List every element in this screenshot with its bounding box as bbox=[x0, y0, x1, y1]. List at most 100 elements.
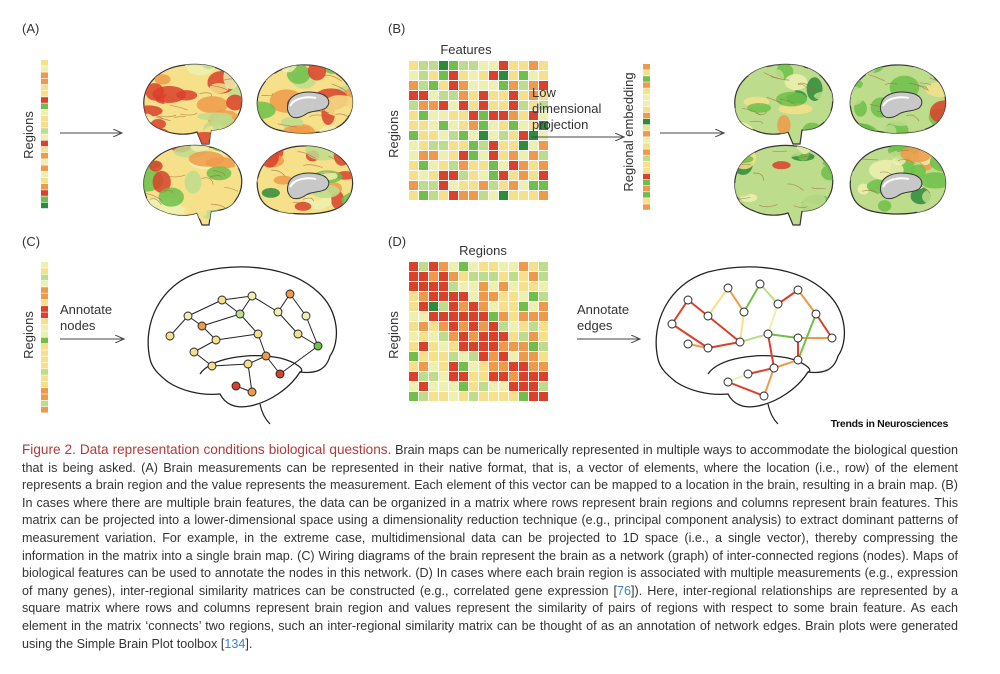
matrix-cell bbox=[509, 282, 518, 291]
matrix-cell bbox=[529, 302, 538, 311]
network-node bbox=[683, 339, 693, 349]
callosum-highlight bbox=[289, 177, 317, 188]
sulcus-line bbox=[207, 84, 228, 91]
matrix-cell bbox=[409, 282, 418, 291]
matrix-cell bbox=[539, 282, 548, 291]
panel-b-features-label: Features bbox=[440, 42, 492, 57]
matrix-cell bbox=[489, 91, 498, 100]
matrix-cell bbox=[529, 91, 538, 100]
network-node bbox=[189, 347, 199, 357]
matrix-cell bbox=[409, 342, 418, 351]
network-edge bbox=[707, 341, 741, 349]
cortex-patch bbox=[183, 205, 207, 220]
matrix-cell bbox=[519, 282, 528, 291]
matrix-cell bbox=[419, 61, 428, 70]
matrix-cell bbox=[479, 71, 488, 80]
cortex-patch bbox=[734, 150, 740, 162]
matrix-cell bbox=[409, 131, 418, 140]
reference-link-76[interactable]: 76 bbox=[617, 583, 632, 598]
caption-text-2: ]). Here, inter-regional relationships a… bbox=[22, 583, 959, 651]
panel-a-regions-label: Regions bbox=[21, 111, 36, 159]
vector-cell bbox=[41, 306, 48, 312]
cortex-patch bbox=[257, 123, 270, 133]
sulcus-line bbox=[897, 159, 916, 164]
network-node bbox=[313, 341, 323, 351]
network-edge bbox=[767, 333, 799, 339]
matrix-cell bbox=[429, 372, 438, 381]
matrix-cell bbox=[409, 332, 418, 341]
matrix-cell bbox=[529, 392, 538, 401]
matrix-cell bbox=[489, 282, 498, 291]
sulcus-line bbox=[165, 174, 186, 178]
matrix-cell bbox=[479, 191, 488, 200]
matrix-cell bbox=[409, 61, 418, 70]
network-edge bbox=[707, 287, 729, 317]
journal-name: Trends in Neurosciences bbox=[830, 418, 949, 430]
matrix-cell bbox=[419, 81, 428, 90]
matrix-cell bbox=[409, 272, 418, 281]
sulcus-line bbox=[180, 112, 198, 116]
matrix-cell bbox=[499, 262, 508, 271]
matrix-cell bbox=[459, 191, 468, 200]
network-node bbox=[183, 311, 193, 321]
matrix-cell bbox=[509, 171, 518, 180]
sulcus-line bbox=[156, 116, 171, 122]
cortex-patch bbox=[305, 145, 341, 161]
matrix-cell bbox=[499, 191, 508, 200]
network-edge bbox=[247, 363, 253, 393]
matrix-cell bbox=[539, 141, 548, 150]
sulcus-line bbox=[146, 193, 163, 201]
matrix-cell bbox=[469, 322, 478, 331]
matrix-cell bbox=[499, 71, 508, 80]
matrix-cell bbox=[519, 292, 528, 301]
matrix-cell bbox=[519, 342, 528, 351]
matrix-cell bbox=[429, 322, 438, 331]
network-node bbox=[667, 319, 677, 329]
matrix-cell bbox=[479, 171, 488, 180]
matrix-cell bbox=[459, 322, 468, 331]
matrix-cell bbox=[499, 322, 508, 331]
sulcus-line bbox=[201, 177, 214, 185]
matrix-cell bbox=[529, 372, 538, 381]
matrix-cell bbox=[489, 372, 498, 381]
matrix-cell bbox=[529, 131, 538, 140]
cortex-patch bbox=[850, 123, 879, 133]
brain-outline bbox=[655, 266, 846, 408]
matrix-cell bbox=[429, 382, 438, 391]
matrix-cell bbox=[439, 161, 448, 170]
matrix-cell bbox=[459, 121, 468, 130]
matrix-cell bbox=[519, 181, 528, 190]
matrix-cell bbox=[449, 121, 458, 130]
network-edge bbox=[739, 311, 745, 343]
network-edge bbox=[169, 315, 189, 337]
sulcus-line bbox=[786, 183, 804, 191]
matrix-cell bbox=[469, 262, 478, 271]
vector-cell bbox=[41, 369, 48, 375]
matrix-cell bbox=[409, 91, 418, 100]
panel-a-region-vector bbox=[41, 60, 48, 209]
matrix-cell bbox=[469, 191, 478, 200]
reference-link-134[interactable]: 134 bbox=[224, 636, 246, 651]
cortex-patch bbox=[877, 200, 892, 212]
sulcus-line bbox=[908, 83, 928, 91]
matrix-cell bbox=[459, 181, 468, 190]
matrix-cell bbox=[429, 81, 438, 90]
matrix-cell bbox=[479, 121, 488, 130]
matrix-cell bbox=[439, 392, 448, 401]
matrix-cell bbox=[489, 262, 498, 271]
sulcus-line bbox=[199, 92, 212, 97]
network-node bbox=[755, 279, 765, 289]
vector-cell bbox=[41, 293, 48, 300]
matrix-cell bbox=[479, 352, 488, 361]
matrix-cell bbox=[439, 131, 448, 140]
matrix-cell bbox=[439, 111, 448, 120]
network-node bbox=[793, 333, 803, 343]
matrix-cell bbox=[489, 181, 498, 190]
matrix-cell bbox=[459, 91, 468, 100]
vector-cell bbox=[41, 394, 48, 400]
cortex-patch bbox=[265, 73, 287, 86]
matrix-cell bbox=[449, 302, 458, 311]
sulcus-line bbox=[309, 114, 329, 118]
matrix-cell bbox=[489, 151, 498, 160]
network-edge bbox=[797, 313, 817, 361]
